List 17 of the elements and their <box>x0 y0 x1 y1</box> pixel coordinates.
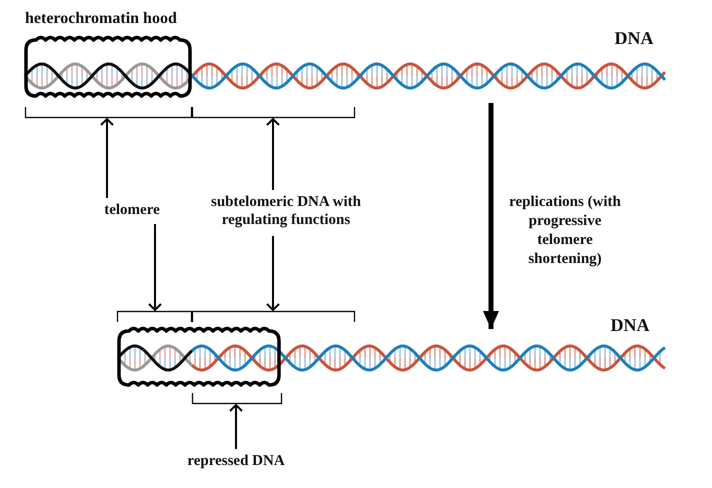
bracket <box>192 311 355 322</box>
dna-label: DNA <box>610 315 650 335</box>
arrow <box>266 118 280 190</box>
arrow <box>483 103 499 329</box>
label-text: repressed DNA <box>186 452 286 470</box>
dna-label: DNA <box>614 28 654 48</box>
bracket <box>192 393 282 404</box>
bracket <box>192 107 355 118</box>
arrow <box>266 236 280 311</box>
hood-title: heterochromatin hood <box>24 10 178 28</box>
arrow <box>229 404 243 449</box>
arrow <box>148 224 162 311</box>
arrow <box>100 118 114 198</box>
bracket <box>25 107 192 118</box>
label-text: telomere <box>103 201 161 219</box>
bracket <box>117 311 192 322</box>
label-text: subtelomeric DNA with regulating functions <box>210 193 362 229</box>
